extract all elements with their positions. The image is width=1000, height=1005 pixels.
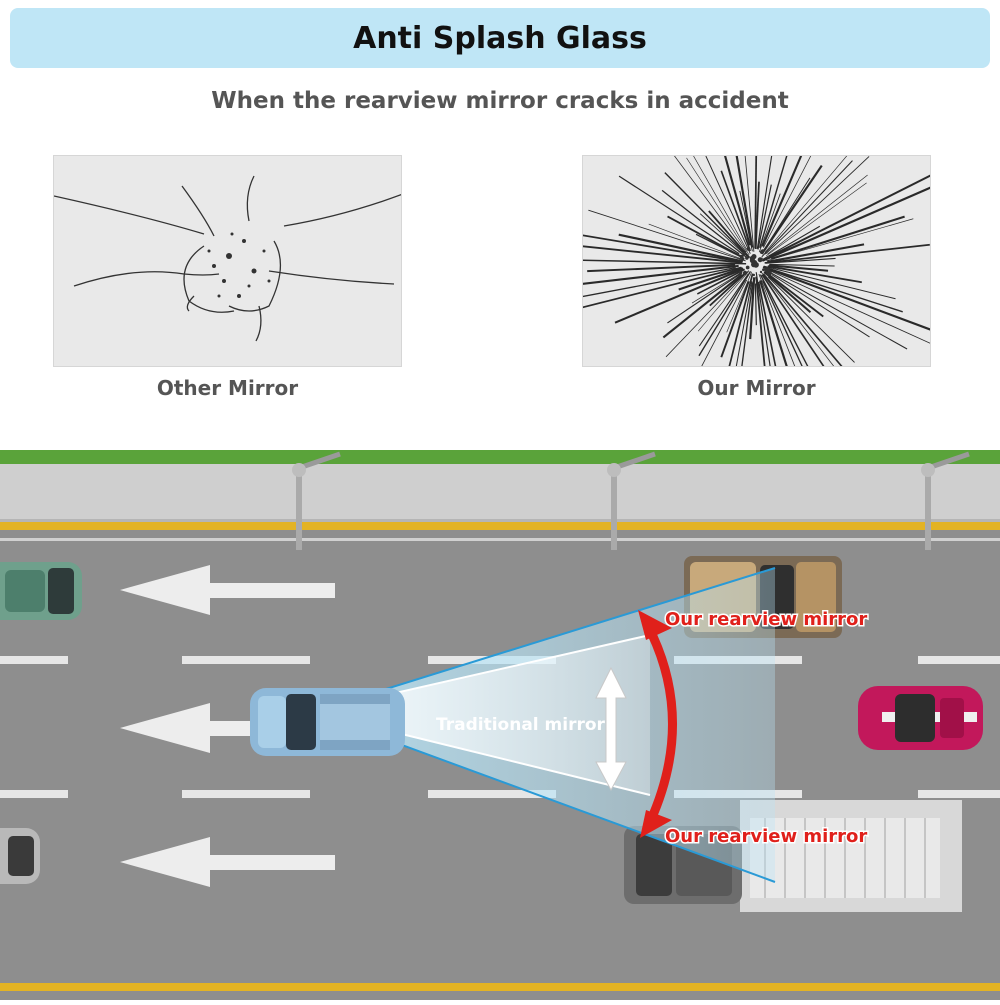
road-scene: Traditional mirror Our rearview mirror O…	[0, 450, 1000, 1000]
lane-line-top	[0, 522, 1000, 530]
blue-car	[250, 688, 405, 756]
grass-strip	[0, 450, 1000, 464]
our-mirror-label: Our Mirror	[697, 376, 816, 400]
green-car	[0, 562, 82, 620]
direction-arrows	[120, 565, 335, 887]
red-car	[858, 686, 983, 750]
our-mirror-image	[582, 155, 931, 367]
small-car-bottom-left	[0, 828, 40, 884]
traditional-mirror-label: Traditional mirror	[436, 715, 606, 735]
other-mirror-image	[53, 155, 402, 367]
lane-line-bottom	[0, 983, 1000, 991]
traditional-range-arrow	[595, 666, 627, 792]
our-mirror-label-bottom: Our rearview mirror	[665, 826, 867, 847]
other-mirror-label: Other Mirror	[156, 376, 299, 400]
our-mirror-label-top: Our rearview mirror	[665, 609, 867, 630]
page-subtitle: When the rearview mirror cracks in accid…	[211, 88, 789, 114]
rearview-range-arrow	[638, 610, 677, 838]
sidewalk	[0, 464, 1000, 519]
title-banner: Anti Splash Glass	[10, 8, 990, 68]
page-title: Anti Splash Glass	[353, 20, 647, 56]
street-lights	[292, 451, 970, 550]
